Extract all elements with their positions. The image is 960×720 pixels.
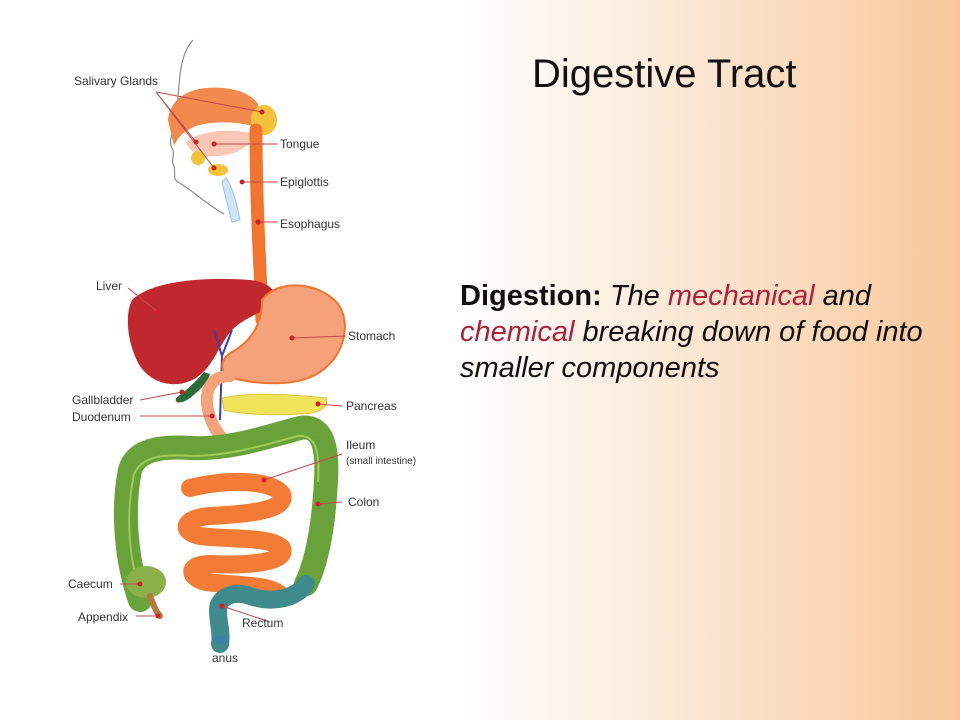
rectum-tube <box>208 575 315 653</box>
label-epiglottis: Epiglottis <box>280 175 329 189</box>
label-anus: anus <box>212 651 238 665</box>
digestive-system-diagram: Salivary Glands Tongue Epiglottis Esopha… <box>68 39 416 665</box>
esophagus-tube <box>249 123 269 327</box>
label-salivary-glands: Salivary Glands <box>74 74 158 88</box>
pancreas-shape <box>221 393 328 416</box>
label-caecum: Caecum <box>68 577 113 591</box>
small-intestine-tube <box>177 472 292 605</box>
gallbladder-shape <box>175 372 210 403</box>
epiglottis-shape <box>221 177 241 223</box>
colon-stripe <box>128 434 320 591</box>
appendix-shape <box>147 593 163 619</box>
definition-part-1: The <box>609 280 660 312</box>
label-ileum: Ileum <box>346 438 375 452</box>
salivary-gland-sublingual <box>208 164 228 176</box>
label-liver: Liver <box>96 279 122 293</box>
definition-accent-chemical: chemical <box>460 316 575 348</box>
stomach-shape <box>221 284 346 385</box>
definition-part-3: breaking down of food into smaller compo… <box>460 316 923 384</box>
label-tongue: Tongue <box>280 137 320 151</box>
label-ileum-note: (small intestine) <box>346 456 416 467</box>
label-esophagus: Esophagus <box>280 217 340 231</box>
definition-term: Digestion: <box>460 280 602 312</box>
label-pancreas: Pancreas <box>346 399 397 413</box>
oral-cavity <box>168 87 258 146</box>
label-stomach: Stomach <box>348 329 395 343</box>
definition-accent-mechanical: mechanical <box>667 280 815 312</box>
label-gallbladder: Gallbladder <box>72 393 133 407</box>
label-rectum: Rectum <box>242 616 283 630</box>
salivary-gland-submandibular <box>191 151 205 165</box>
anus-shape <box>214 636 226 645</box>
definition-text: Digestion: The mechanical and chemical b… <box>460 278 940 386</box>
pointer-lines <box>120 91 347 623</box>
pointer-dots <box>137 109 321 619</box>
definition-part-2: and <box>822 280 872 312</box>
label-appendix: Appendix <box>78 610 128 624</box>
liver-shape <box>127 278 277 385</box>
label-duodenum: Duodenum <box>72 410 131 424</box>
label-colon: Colon <box>348 495 379 509</box>
colon-tube <box>113 415 339 612</box>
slide-title: Digestive Tract <box>532 52 797 96</box>
caecum-shape <box>126 566 166 598</box>
